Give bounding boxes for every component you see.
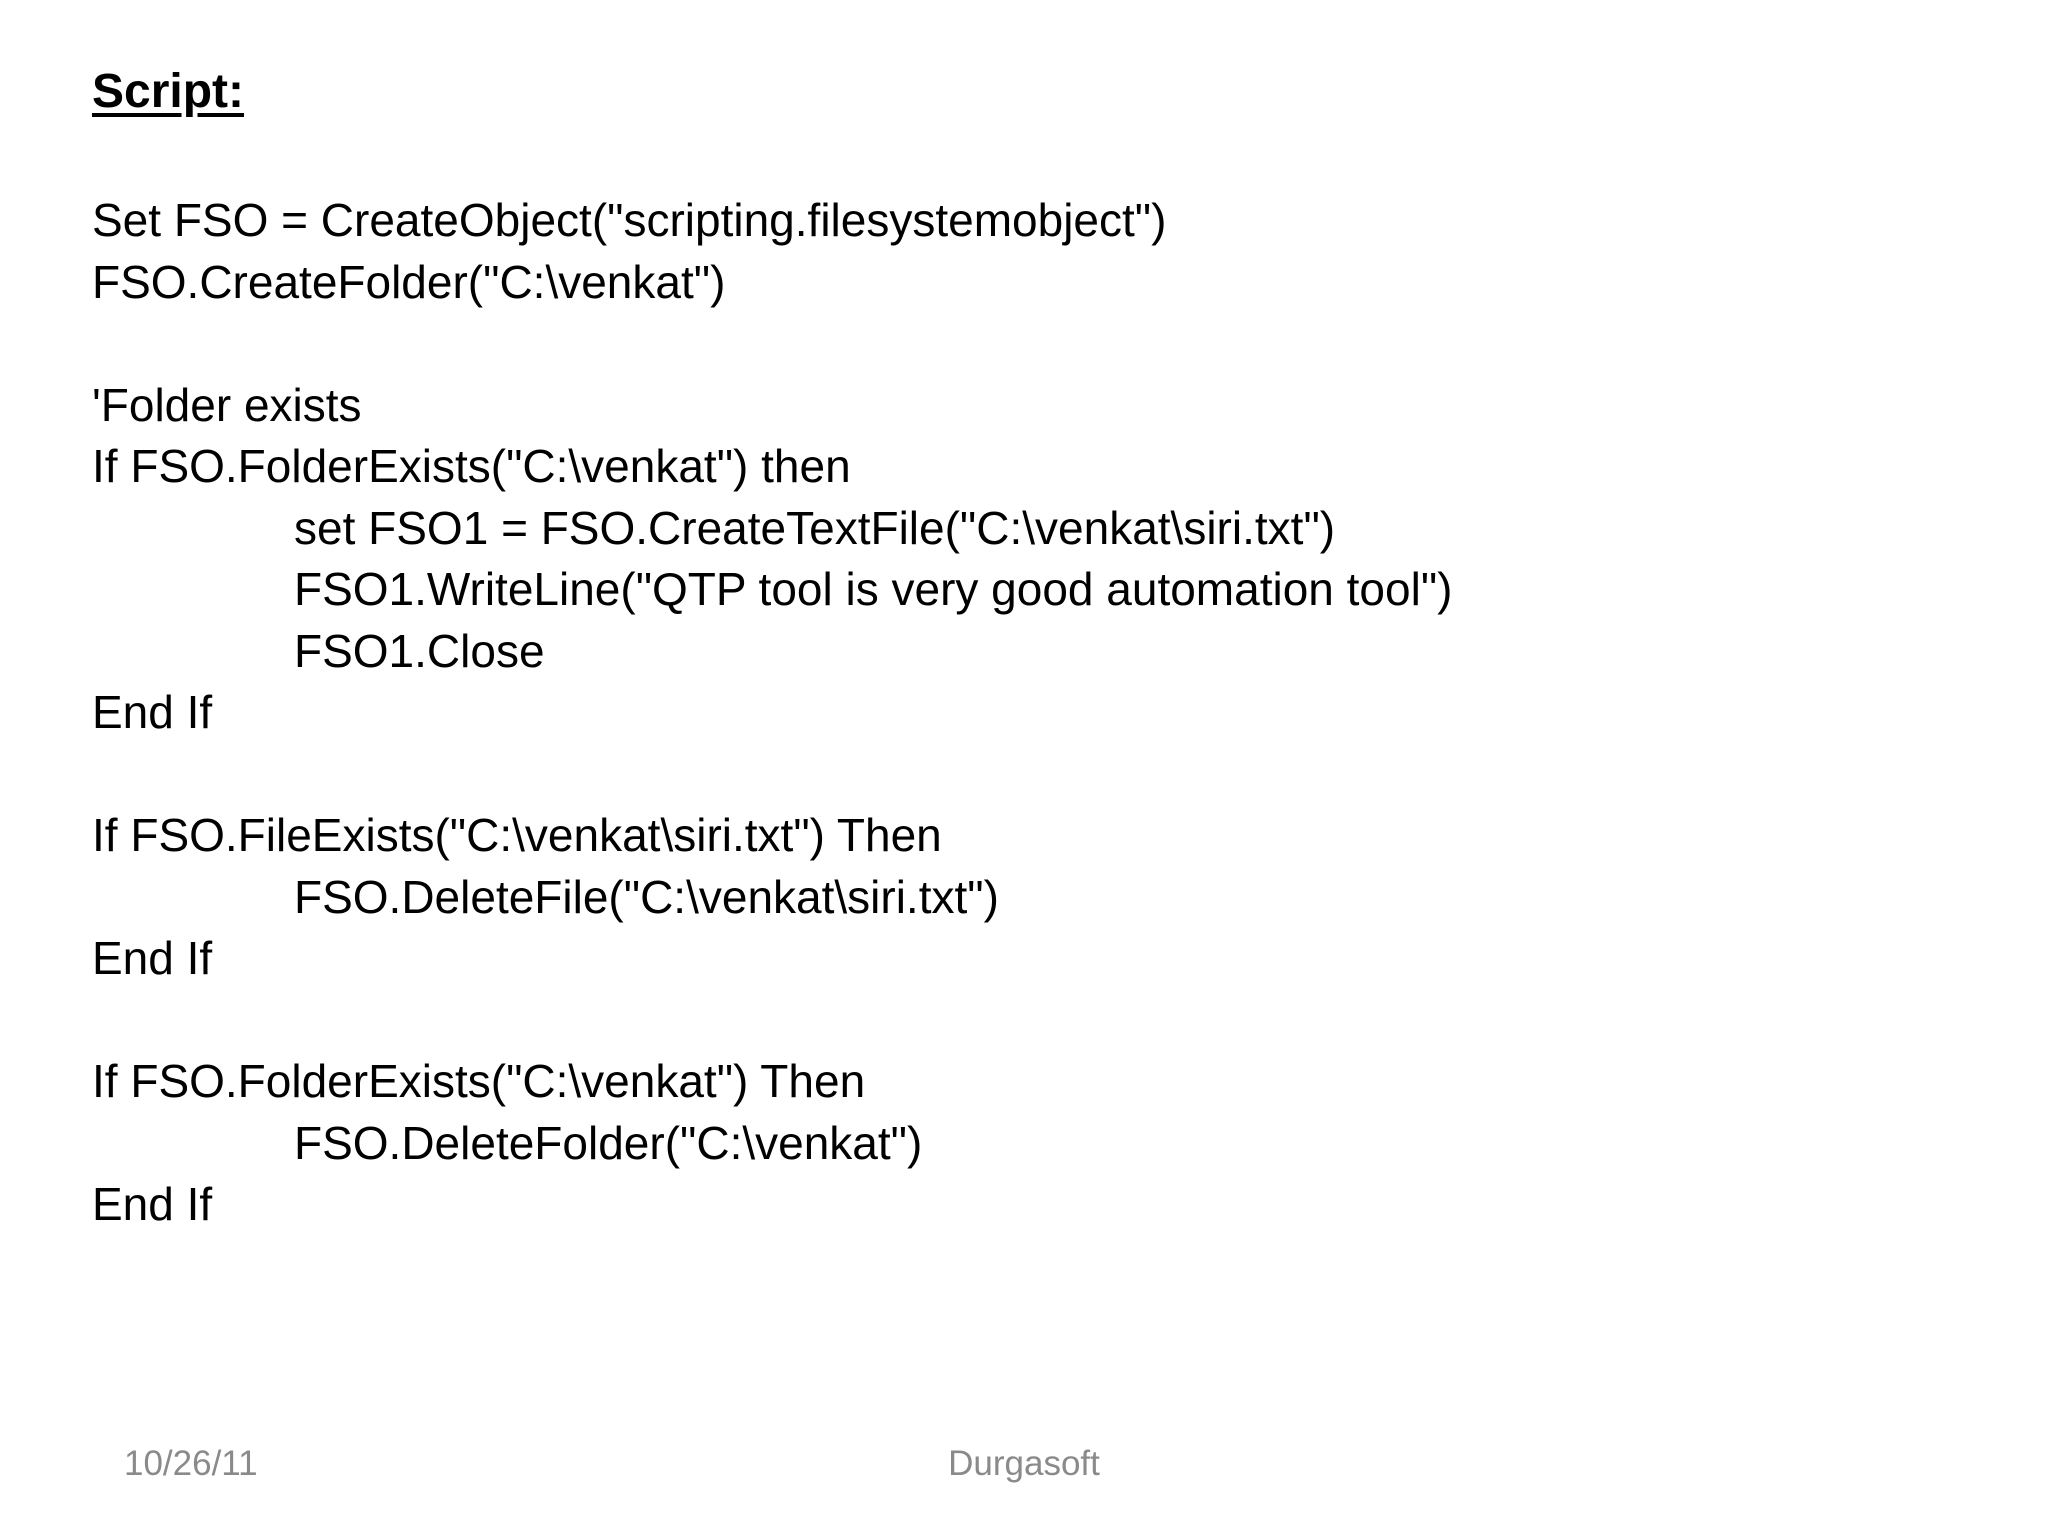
- code-line: FSO.DeleteFile("C:\venkat\siri.txt"): [294, 870, 999, 923]
- code-line: FSO.CreateFolder("C:\venkat"): [92, 255, 726, 308]
- code-line: FSO1.WriteLine("QTP tool is very good au…: [294, 563, 1453, 615]
- code-line: FSO.DeleteFolder("C:\venkat"): [294, 1116, 923, 1169]
- code-line: Set FSO = CreateObject("scripting.filesy…: [92, 194, 1167, 246]
- code-line: FSO1.Close: [294, 624, 545, 677]
- code-line: [92, 313, 2008, 375]
- code-line: 'Folder exists: [92, 378, 362, 431]
- code-line: If FSO.FileExists("C:\venkat\siri.txt") …: [92, 809, 942, 861]
- code-line: If FSO.FolderExists("C:\venkat") Then: [92, 1055, 866, 1107]
- code-line: [92, 744, 2008, 806]
- code-line: End If: [92, 932, 213, 984]
- footer-company: Durgasoft: [948, 1444, 1100, 1483]
- code-line: If FSO.FolderExists("C:\venkat") then: [92, 440, 851, 492]
- code-line: End If: [92, 686, 213, 738]
- footer-date: 10/26/11: [124, 1444, 258, 1483]
- code-line: set FSO1 = FSO.CreateTextFile("C:\venkat…: [294, 501, 1336, 554]
- code-block: Set FSO = CreateObject("scripting.filesy…: [92, 190, 2008, 1236]
- code-line: End If: [92, 1178, 213, 1230]
- slide-title: Script:: [92, 65, 245, 118]
- code-line: [92, 990, 2008, 1052]
